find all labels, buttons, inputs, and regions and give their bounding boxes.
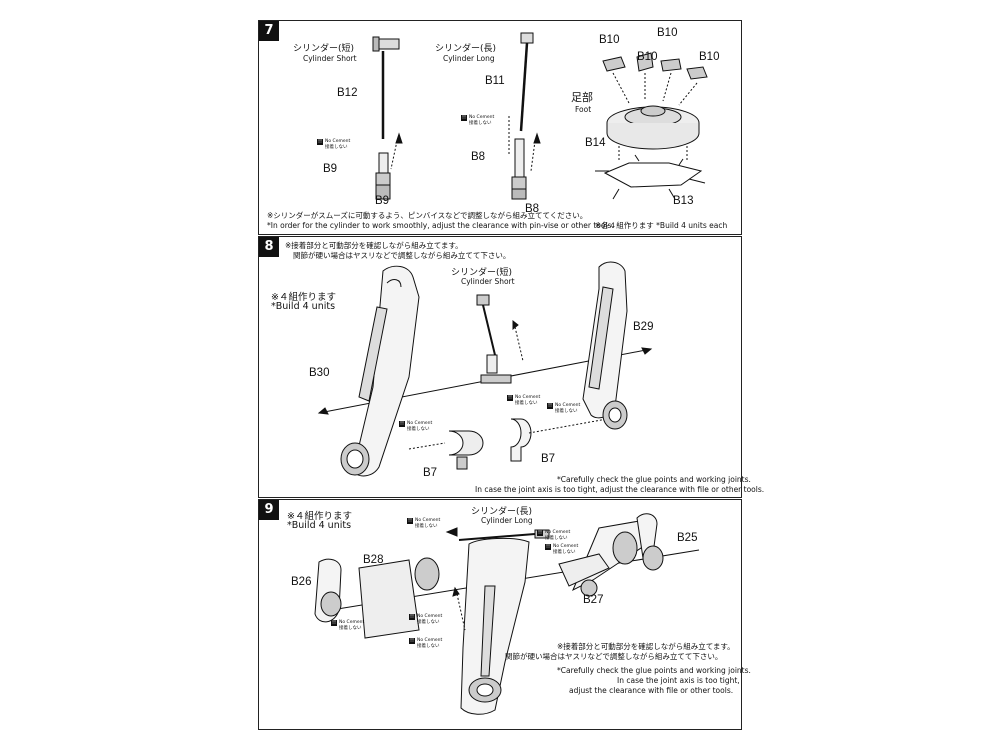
part-label-b14: B14 <box>585 137 606 149</box>
part-label-b10: B10 <box>637 51 658 63</box>
step-8-note-top-jp-2: 関節が硬い場合はヤスリなどで調整しながら組み立てて下さい。 <box>293 251 511 260</box>
part-label-b28: B28 <box>363 554 384 566</box>
step-number: 9 <box>259 500 279 520</box>
part-label-b12: B12 <box>337 87 358 99</box>
cylinder-short-jp-label: シリンダー(短) <box>293 44 355 54</box>
cylinder-long-en-label: Cylinder Long <box>443 54 495 63</box>
part-label-b11: B11 <box>485 75 505 87</box>
step-9-note-jp-2: 関節が硬い場合はヤスリなどで調整しながら組み立てて下さい。 <box>505 652 723 661</box>
part-label-b9: B9 <box>323 163 338 175</box>
step-7-build-note: ※各４組作ります *Build 4 units each <box>595 221 728 230</box>
part-label-b30: B30 <box>309 367 330 379</box>
part-label-b10: B10 <box>699 51 720 63</box>
step-7-illustration <box>372 32 708 200</box>
step-7-note-jp: ※シリンダーがスムーズに可動するよう、ピンバイスなどで調整しながら組み立ててくだ… <box>267 211 588 220</box>
part-label-b10: B10 <box>657 27 678 39</box>
step-8-note-en-2: In case the joint axis is too tight, adj… <box>475 485 765 494</box>
build-units-jp: ※４組作ります <box>271 292 336 303</box>
step-number: 7 <box>259 21 279 41</box>
step-9-note-en-2: In case the joint axis is too tight, <box>617 676 740 685</box>
part-label-b26: B26 <box>291 576 312 588</box>
step-7-panel: 7 <box>258 20 742 235</box>
step-7-note-en: *In order for the cylinder to work smoot… <box>267 221 614 230</box>
part-label-b8: B8 <box>471 151 486 163</box>
part-label-b27: B27 <box>583 594 604 606</box>
foot-jp-label: 足部 <box>571 91 593 104</box>
build-units-en: *Build 4 units <box>287 520 352 531</box>
cylinder-short-jp-label: シリンダー(短) <box>451 268 513 278</box>
part-label-b29: B29 <box>633 321 654 333</box>
cylinder-long-en-label: Cylinder Long <box>481 516 533 525</box>
part-label-b7: B7 <box>423 467 438 479</box>
step-9-illustration <box>314 513 700 715</box>
step-9-note-en-3: adjust the clearance with file or other … <box>569 686 734 695</box>
cylinder-long-jp-label: シリンダー(長) <box>435 44 497 54</box>
step-9-note-en-1: *Carefully check the glue points and wor… <box>557 666 751 675</box>
build-units-jp: ※４組作ります <box>287 511 352 522</box>
step-8-note-top-jp-1: ※接着部分と可動部分を確認しながら組み立てます。 <box>285 241 463 250</box>
part-label-b10: B10 <box>599 34 620 46</box>
step-9-panel: 9 <box>258 499 751 730</box>
part-label-b9: B9 <box>375 195 390 207</box>
cylinder-long-jp-label: シリンダー(長) <box>471 507 533 517</box>
part-label-b25: B25 <box>677 532 698 544</box>
step-9-note-jp-1: ※接着部分と可動部分を確認しながら組み立てます。 <box>557 642 735 651</box>
build-units-en: *Build 4 units <box>271 301 336 312</box>
step-number: 8 <box>259 237 279 257</box>
part-label-b13: B13 <box>673 195 694 207</box>
foot-en-label: Foot <box>575 105 592 114</box>
part-label-b7: B7 <box>541 453 556 465</box>
part-label-b8: B8 <box>525 203 540 215</box>
cylinder-short-en-label: Cylinder Short <box>461 277 515 286</box>
cylinder-short-en-label: Cylinder Short <box>303 54 357 63</box>
step-8-illustration <box>317 261 653 477</box>
step-8-note-en-1: *Carefully check the glue points and wor… <box>557 475 751 484</box>
step-8-panel: 8 <box>258 236 764 498</box>
